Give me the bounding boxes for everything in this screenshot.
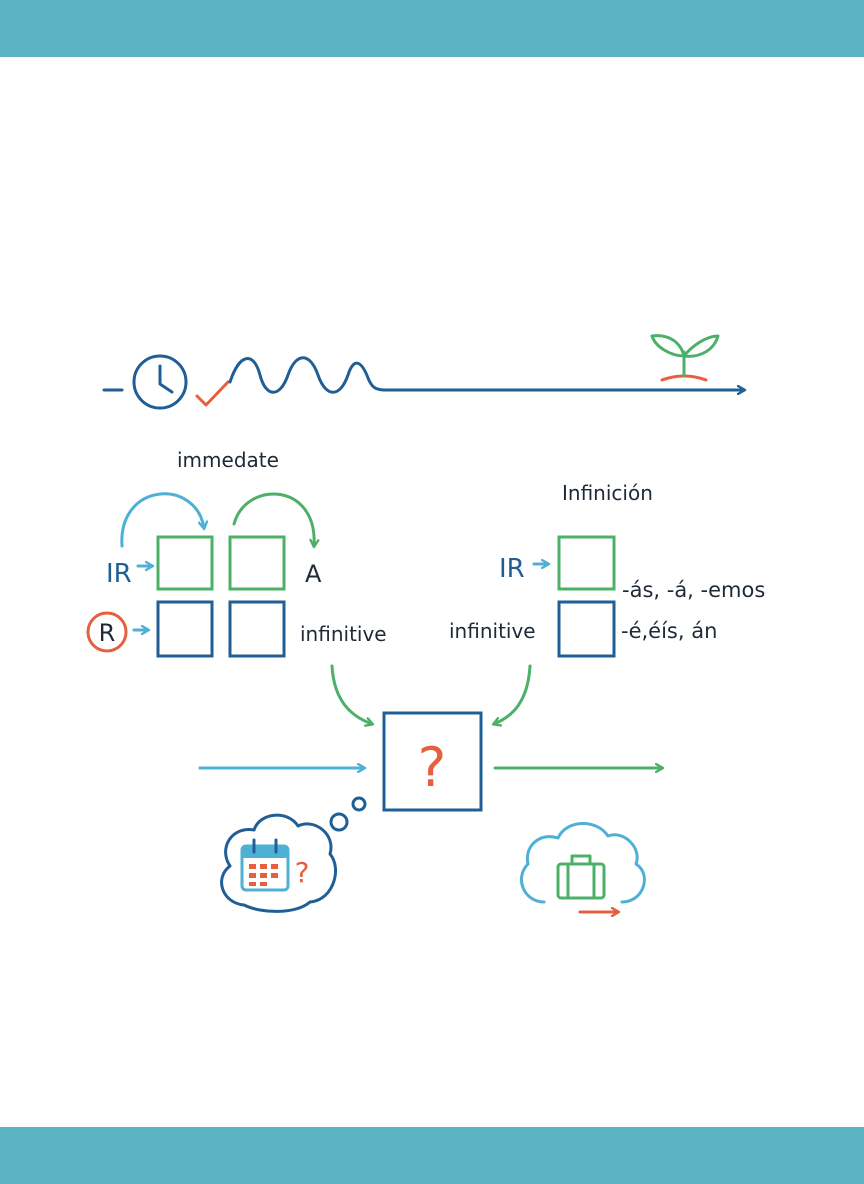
thought-dot-small <box>351 796 367 812</box>
left-row2-box2 <box>228 600 286 658</box>
left-heading: immedate <box>177 448 279 472</box>
left-row2-badge: R <box>86 611 128 653</box>
thought-bubble: ? <box>220 796 367 913</box>
left-group: immedate IR A R infinitive <box>86 448 387 658</box>
cloud-group <box>519 822 646 912</box>
right-row1-box <box>557 535 616 591</box>
right-row2-box <box>557 600 616 658</box>
timeline <box>102 334 744 410</box>
left-row1-prefix: IR <box>106 559 132 589</box>
left-row2-box1 <box>156 600 214 658</box>
thought-cloud <box>220 813 337 913</box>
suitcase-icon <box>556 854 606 900</box>
left-row2-prefix: R <box>99 619 116 647</box>
left-arc-blue <box>120 492 204 548</box>
calendar-icon <box>240 838 290 892</box>
thought-dot-large <box>329 812 349 832</box>
left-row1-suffix: A <box>305 560 322 588</box>
right-converge-arrow <box>494 664 532 724</box>
right-group: Infinición IR -ás, -á, -emos infinitive … <box>449 481 765 658</box>
timeline-wave <box>228 356 744 393</box>
left-row2-suffix: infinitive <box>300 622 387 646</box>
sprout-icon <box>650 334 720 382</box>
left-arc-green <box>232 492 314 546</box>
check-icon <box>195 380 230 407</box>
clock-icon <box>132 354 188 410</box>
left-converge-arrow <box>330 664 372 724</box>
top-band <box>0 0 864 57</box>
left-row1-box2 <box>228 535 286 591</box>
left-row1-box1 <box>156 535 214 591</box>
right-row1-prefix: IR <box>499 554 525 584</box>
cloud-icon <box>519 822 646 904</box>
right-heading: Infinición <box>562 481 653 505</box>
center-box: ? <box>382 711 483 812</box>
right-row1-suffix: -ás, -á, -emos <box>622 578 765 602</box>
center-question-mark: ? <box>418 736 447 799</box>
thought-question-mark: ? <box>295 856 310 889</box>
right-row2-suffix: -é,éís, án <box>621 619 717 643</box>
bottom-band <box>0 1127 864 1184</box>
right-row2-prefix: infinitive <box>449 619 536 643</box>
